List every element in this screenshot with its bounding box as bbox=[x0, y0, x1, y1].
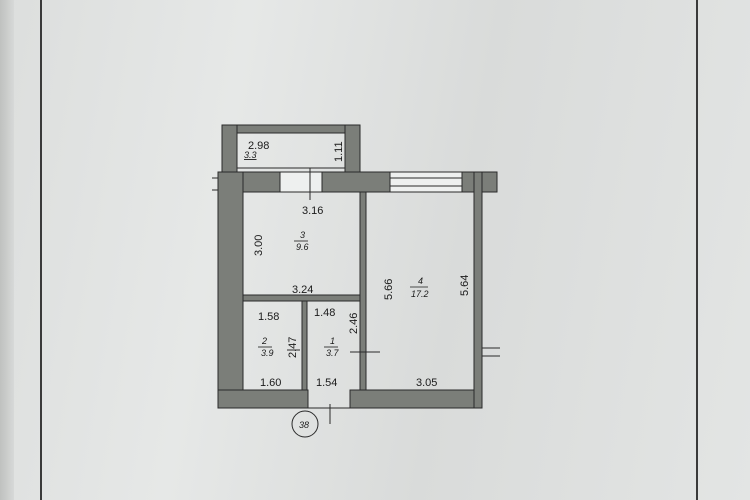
wall-partition-bath bbox=[301, 300, 308, 391]
marker-circle bbox=[291, 410, 319, 438]
frame-line-right bbox=[696, 0, 698, 500]
paper-edge bbox=[0, 0, 14, 500]
dim-room4-right: 5.64 bbox=[459, 275, 471, 296]
window-top bbox=[389, 171, 463, 193]
dim-room2-height: 2.47 bbox=[287, 337, 299, 358]
dim-room3-top: 3.16 bbox=[302, 205, 323, 217]
room1-number: 1 bbox=[330, 336, 335, 346]
wall-right bbox=[473, 171, 483, 409]
wall-bottom-left bbox=[217, 389, 309, 409]
marker-label: 38 bbox=[299, 420, 309, 430]
dim-room3-height: 3.00 bbox=[253, 235, 265, 256]
room2-area: 3.9 bbox=[261, 348, 274, 358]
room1-area: 3.7 bbox=[326, 348, 340, 358]
dim-balcony-depth: 1.11 bbox=[333, 141, 345, 162]
dim-room1-height: 2.46 bbox=[348, 313, 360, 334]
dim-room1-bottom: 1.54 bbox=[316, 377, 337, 389]
dim-room4-bottom: 3.05 bbox=[416, 377, 437, 389]
balcony-door bbox=[279, 171, 323, 193]
room2-number: 2 bbox=[261, 336, 267, 346]
dim-room4-left: 5.66 bbox=[383, 279, 395, 300]
room4-number: 4 bbox=[418, 276, 423, 286]
dim-room1-top: 1.48 bbox=[314, 307, 335, 319]
dim-balcony-width: 2.98 bbox=[248, 140, 269, 152]
room3-number: 3 bbox=[300, 230, 305, 240]
room3-area: 9.6 bbox=[296, 242, 309, 252]
balcony-area: 3.3 bbox=[244, 150, 257, 160]
dim-room2-top: 1.58 bbox=[258, 311, 279, 323]
dim-room3-bottom: 3.24 bbox=[292, 284, 313, 296]
dim-room2-bottom: 1.60 bbox=[260, 377, 281, 389]
room4-area: 17.2 bbox=[411, 289, 429, 299]
wall-partition-vertical bbox=[359, 191, 367, 391]
wall-left bbox=[217, 171, 244, 409]
frame-line-left bbox=[40, 0, 42, 500]
